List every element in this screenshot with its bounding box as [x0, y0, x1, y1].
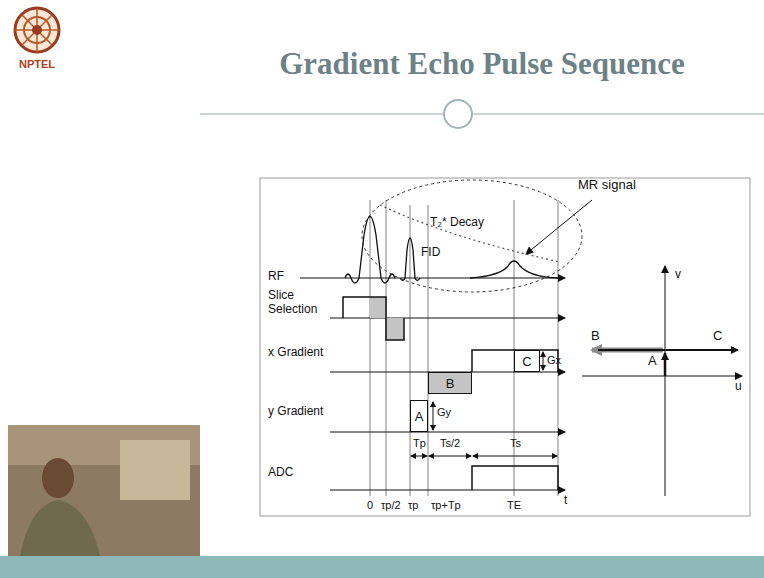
gradient-lobe	[370, 297, 386, 318]
time-axes	[300, 278, 565, 490]
figure-frame	[260, 178, 750, 516]
duration-label: Tp	[413, 437, 426, 450]
time-tick: 0	[367, 499, 373, 512]
amplitude-arrow	[543, 352, 544, 370]
gradient-lobe: C	[514, 350, 540, 372]
time-tick: TE	[507, 499, 521, 512]
slice-gradient	[343, 297, 404, 340]
logo-text: NPTEL	[19, 58, 55, 71]
header-ornament	[444, 100, 472, 128]
trajectory-label: B	[591, 329, 600, 344]
channel-label: y Gradient	[268, 405, 323, 419]
slide-title: Gradient Echo Pulse Sequence	[200, 46, 764, 82]
lobe-label: A	[415, 409, 424, 424]
lobe-label: C	[522, 354, 531, 369]
axis-label: u	[735, 380, 742, 394]
channel-label: Slice Selection	[268, 289, 330, 317]
gradient-echo	[470, 261, 558, 278]
lobe-label: B	[446, 376, 455, 391]
gradient-lobe: B	[428, 372, 472, 394]
rf-pulse	[345, 217, 395, 284]
curve-label: FID	[421, 246, 440, 260]
video-inset	[8, 425, 200, 556]
amplitude-label: Gy	[437, 406, 451, 419]
signal-ellipse	[362, 180, 582, 292]
rf-pulse	[400, 238, 420, 281]
callout-label: MR signal	[578, 178, 636, 193]
time-tick: τp	[408, 499, 418, 512]
trajectory-label: A	[648, 354, 657, 369]
timing-arrows	[411, 456, 557, 457]
channel-label: RF	[268, 270, 284, 284]
duration-label: Ts/2	[440, 437, 460, 450]
readout-gradient	[472, 350, 558, 372]
channel-label: ADC	[268, 466, 293, 480]
time-tick: τp+Tp	[431, 499, 461, 512]
curve-label: T₂* Decay	[430, 216, 484, 230]
duration-label: Ts	[510, 437, 521, 450]
gradient-lobe: A	[410, 400, 428, 432]
time-tick: τp/2	[381, 499, 401, 512]
amplitude-arrow	[433, 402, 434, 430]
trajectory-label: C	[713, 329, 722, 344]
axis-label: v	[675, 268, 681, 282]
axis-label: t	[564, 494, 567, 508]
amplitude-label: Gx	[547, 354, 561, 367]
leader-line	[526, 200, 592, 254]
header-rule	[200, 113, 764, 115]
adc-window	[472, 466, 558, 490]
t2-decay-curve	[380, 205, 560, 262]
k-space-plot	[582, 266, 742, 496]
gradient-lobe	[386, 318, 404, 340]
channel-label: x Gradient	[268, 346, 323, 360]
time-markers	[370, 200, 558, 496]
nptel-logo	[15, 8, 59, 52]
footer-bar	[0, 556, 764, 578]
